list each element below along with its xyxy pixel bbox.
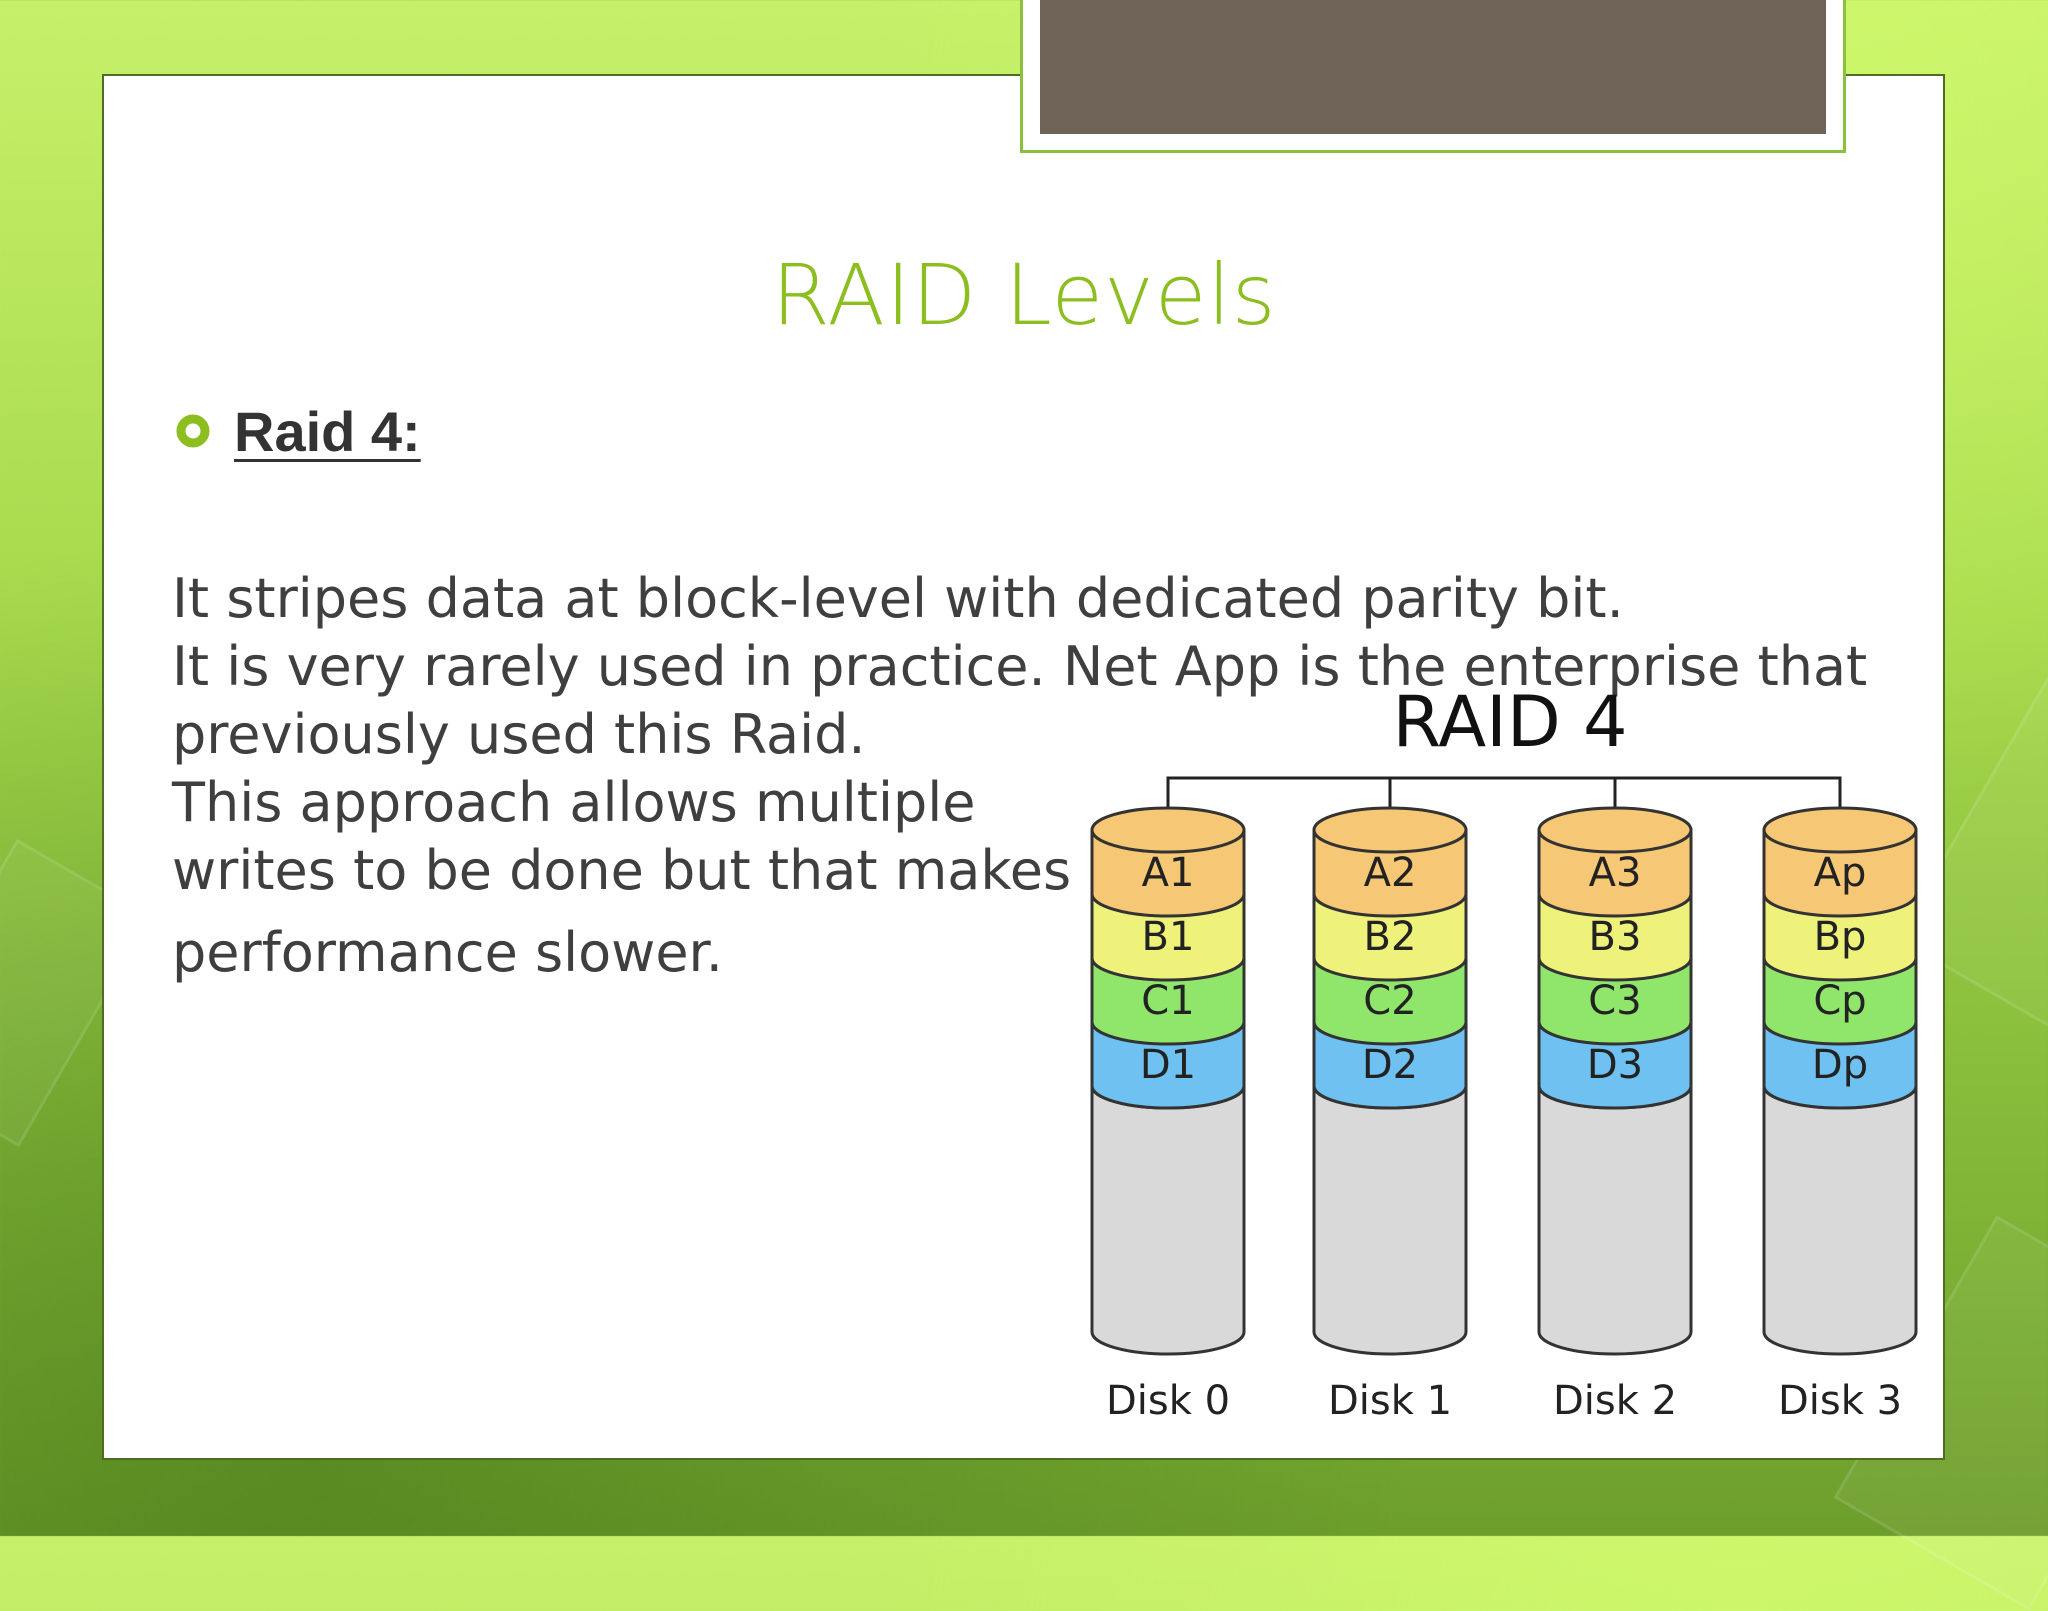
disk-label: Disk 3: [1778, 1378, 1902, 1424]
disk-block: [1312, 892, 1468, 982]
disk-block: [1090, 892, 1246, 982]
paragraph-line: It is very rarely used in practice. Net …: [172, 635, 1868, 698]
disk-empty-space: [1090, 1085, 1246, 1356]
disk-empty-space: [1762, 1085, 1918, 1356]
block-label: B1: [1142, 914, 1195, 960]
block-label: Ap: [1814, 850, 1867, 896]
block-label: B2: [1364, 914, 1417, 960]
disk-block: [1762, 1020, 1918, 1110]
disk-label: Disk 0: [1106, 1378, 1230, 1424]
block-label: C1: [1141, 978, 1194, 1024]
block-label: Cp: [1813, 978, 1866, 1024]
block-label: D2: [1362, 1042, 1418, 1088]
block-label: C2: [1363, 978, 1416, 1024]
disk-block: [1537, 956, 1693, 1046]
block-label: D3: [1587, 1042, 1643, 1088]
disk-block: [1537, 828, 1693, 918]
block-label: A3: [1589, 850, 1642, 896]
title-tab: [1040, 0, 1826, 134]
disk-block: [1537, 1020, 1693, 1110]
disk-top-cap: [1762, 806, 1918, 854]
disk-top-cap: [1090, 806, 1246, 854]
paragraph-line: This approach allows multiple: [172, 771, 976, 834]
disk-empty-space: [1312, 1085, 1468, 1356]
disk-block: [1090, 1020, 1246, 1110]
disk-block: [1762, 828, 1918, 918]
block-label: A2: [1364, 850, 1417, 896]
disk-block: [1762, 892, 1918, 982]
block-label: A1: [1142, 850, 1195, 896]
disk-block: [1090, 956, 1246, 1046]
paragraph-line: previously used this Raid.: [172, 703, 866, 766]
disk-block: [1090, 828, 1246, 918]
block-label: D1: [1140, 1042, 1196, 1088]
disk-block: [1537, 892, 1693, 982]
bus-connector: [1166, 776, 1842, 826]
section-heading: Raid 4:: [234, 399, 421, 463]
disk-top-cap: [1537, 806, 1693, 854]
block-label: B3: [1589, 914, 1642, 960]
heading-bullet-row: Raid 4:: [176, 396, 421, 466]
paragraph-line: performance slower.: [172, 921, 723, 984]
disk-block: [1312, 1020, 1468, 1110]
ring-bullet-icon: [176, 414, 210, 448]
paragraph-line: It stripes data at block-level with dedi…: [172, 567, 1624, 630]
disk-block: [1312, 828, 1468, 918]
diagram-title: RAID 4: [1392, 686, 1627, 763]
disk-label: Disk 1: [1328, 1378, 1452, 1424]
slide-title: RAID Levels: [771, 246, 1277, 344]
disk-block: [1312, 956, 1468, 1046]
disk-top-cap: [1312, 806, 1468, 854]
disk-block: [1762, 956, 1918, 1046]
block-label: Dp: [1812, 1042, 1868, 1088]
block-label: C3: [1588, 978, 1641, 1024]
disk-label: Disk 2: [1553, 1378, 1677, 1424]
block-label: Bp: [1814, 914, 1867, 960]
paragraph-line: writes to be done but that makes: [172, 839, 1072, 902]
disk-empty-space: [1537, 1085, 1693, 1356]
bus-line: [1166, 776, 1842, 826]
